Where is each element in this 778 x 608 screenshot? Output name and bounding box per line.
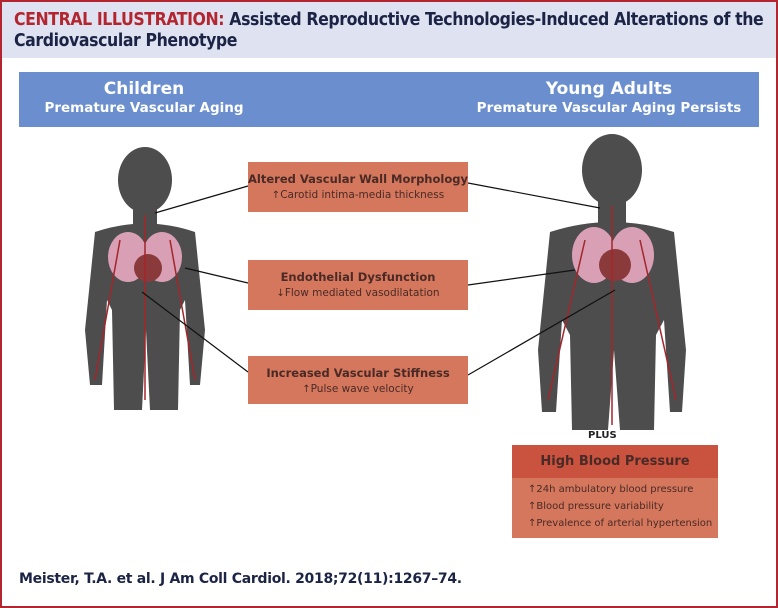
header: CENTRAL ILLUSTRATION: Assisted Reproduct… [2, 2, 776, 58]
list-item: ↑Prevalence of arterial hypertension [528, 518, 713, 529]
citation: Meister, T.A. et al. J Am Coll Cardiol. … [19, 571, 462, 587]
child-heart-icon [134, 254, 162, 282]
high-blood-pressure-title: High Blood Pressure [512, 445, 718, 478]
high-blood-pressure-box: High Blood Pressure ↑24h ambulatory bloo… [512, 445, 718, 538]
list-item: ↑Blood pressure variability [528, 501, 664, 512]
child-vessels [94, 215, 196, 400]
finding-box-wall-morphology: Altered Vascular Wall Morphology ↑Caroti… [248, 162, 468, 212]
young-adults-column-header: Young Adults Premature Vascular Aging Pe… [476, 79, 742, 116]
list-item: ↑24h ambulatory blood pressure [528, 484, 694, 495]
age-group-banner: Children Premature Vascular Aging Young … [19, 72, 759, 127]
arrow-up-icon: ↑ [271, 190, 281, 201]
arrow-down-icon: ↓ [276, 288, 285, 299]
figure-title: CENTRAL ILLUSTRATION: Assisted Reproduct… [14, 10, 764, 51]
arrow-up-icon: ↑ [302, 384, 311, 395]
arrow-up-icon: ↑ [528, 501, 537, 512]
finding-box-stiffness: Increased Vascular Stiffness ↑Pulse wave… [248, 356, 468, 404]
connector-lines [141, 182, 616, 376]
children-column-header: Children Premature Vascular Aging [44, 79, 244, 116]
adult-heart-icon [599, 249, 631, 281]
arrow-up-icon: ↑ [528, 518, 537, 529]
arrow-up-icon: ↑ [528, 484, 537, 495]
plus-label: PLUS [588, 430, 617, 441]
finding-box-endothelial: Endothelial Dysfunction ↓Flow mediated v… [248, 260, 468, 310]
adult-vessels [547, 206, 677, 425]
